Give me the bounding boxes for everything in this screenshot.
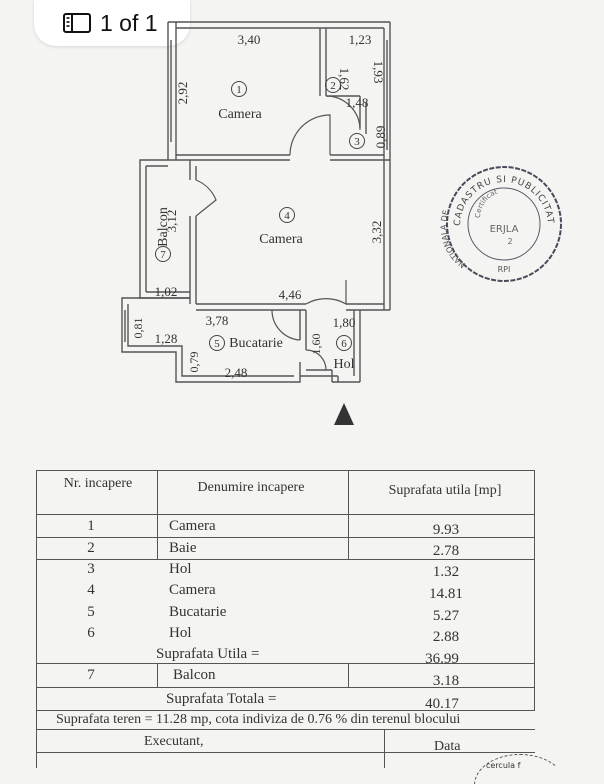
page-counter: 1 of 1 [34, 0, 190, 46]
stamp-center-num: 2 [507, 237, 512, 246]
header-area: Suprafata utila [mp] [388, 483, 502, 498]
floor-plan: 1 2 3 4 5 6 7 Camera Camera Bucatarie Ho… [121, 21, 391, 425]
row-5-area: 5.27 [432, 608, 460, 624]
room-label-7: Balcon [156, 207, 171, 247]
dim-hol-width: 1,80 [333, 315, 356, 330]
stamp-center-text: ERJLA [490, 224, 519, 235]
balcony-nr: 7 [87, 667, 95, 683]
row-6-name: Hol [169, 625, 192, 641]
balcony-area: 3.18 [432, 673, 460, 689]
dim-room2-width: 1,23 [349, 32, 372, 47]
page-indicator-text: 1 of 1 [100, 9, 158, 36]
room-label-4: Camera [259, 232, 303, 247]
row-1-nr: 1 [87, 518, 95, 534]
room-number-5: 5 [214, 338, 220, 350]
dimension-labels: 3,40 1,23 2,92 1,93 1,62 1,48 0,89 3,32 … [131, 32, 388, 380]
row-5-name: Bucatarie [169, 604, 227, 620]
dim-kitchen-bottom: 2,48 [225, 365, 248, 380]
row-3-area: 1.32 [432, 564, 460, 580]
row-2-area: 2.78 [432, 543, 460, 559]
dim-room2-lower: 1,48 [346, 95, 369, 110]
total-surface-value: 40.17 [425, 696, 459, 712]
official-stamp: CADASTRU SI PUBLICITATE NATIONALA DE Cer… [437, 153, 568, 288]
useful-surface-label: Suprafata Utila = [156, 646, 260, 662]
row-4-nr: 4 [87, 582, 95, 598]
room-number-2: 2 [330, 80, 336, 92]
dim-kitchen-width: 3,78 [206, 313, 229, 328]
door-swings [195, 95, 361, 371]
room-number-4: 4 [284, 210, 290, 222]
room-number-3: 3 [354, 136, 360, 148]
row-6-area: 2.88 [432, 629, 460, 645]
dim-room4-height: 3,32 [369, 221, 384, 244]
row-4-area: 14.81 [429, 586, 463, 602]
dim-room2-height: 1,93 [371, 61, 386, 84]
dim-kitchen-inner-height: 0,79 [187, 352, 201, 373]
room-number-circles [155, 77, 365, 351]
dim-room1-height: 2,92 [175, 82, 190, 105]
dim-kitchen-left-height: 0,81 [131, 318, 145, 339]
partial-stamp-text: cercula f [486, 761, 521, 770]
room-label-1: Camera [218, 107, 262, 122]
total-surface-label: Suprafata Totala = [166, 691, 277, 707]
north-arrow-icon [334, 403, 354, 425]
plan-walls [121, 21, 391, 383]
partial-stamp: cercula f [466, 754, 556, 784]
room-number-7: 7 [160, 249, 166, 261]
row-5-nr: 5 [87, 604, 95, 620]
row-3-name: Hol [169, 561, 192, 577]
dim-balcon-length: 3,12 [164, 210, 179, 233]
stamp-bottom-text: RPI [498, 265, 511, 274]
date-label: Data [434, 739, 461, 754]
book-icon [63, 13, 91, 33]
row-1-area: 9.93 [432, 522, 460, 538]
header-name: Denumire incapere [197, 480, 305, 495]
room-label-6: Hol [334, 357, 355, 372]
dim-hol-height: 1,60 [309, 334, 323, 355]
useful-surface-value: 36.99 [425, 651, 459, 667]
row-6-nr: 6 [87, 625, 95, 641]
dim-room3-height: 0,89 [373, 126, 388, 149]
executant-label: Executant, [144, 734, 204, 749]
dim-kitchen-left-width: 1,28 [155, 331, 178, 346]
balcony-name: Balcon [173, 667, 216, 683]
dim-door-height: 1,62 [337, 68, 352, 91]
header-nr: Nr. incapere [63, 476, 133, 491]
room-label-5: Bucatarie [229, 336, 283, 351]
dim-room1-width: 3,40 [238, 32, 261, 47]
row-3-nr: 3 [87, 561, 95, 577]
room-number-6: 6 [341, 338, 347, 350]
land-note: Suprafata teren = 11.28 mp, cota indiviz… [56, 712, 461, 727]
row-1-name: Camera [169, 518, 216, 534]
row-4-name: Camera [169, 582, 216, 598]
row-2-nr: 2 [87, 540, 95, 556]
room-number-1: 1 [236, 84, 242, 96]
row-2-name: Baie [169, 540, 197, 556]
dim-balcon-width: 1,02 [155, 284, 178, 299]
dim-room4-width: 4,46 [279, 287, 302, 302]
